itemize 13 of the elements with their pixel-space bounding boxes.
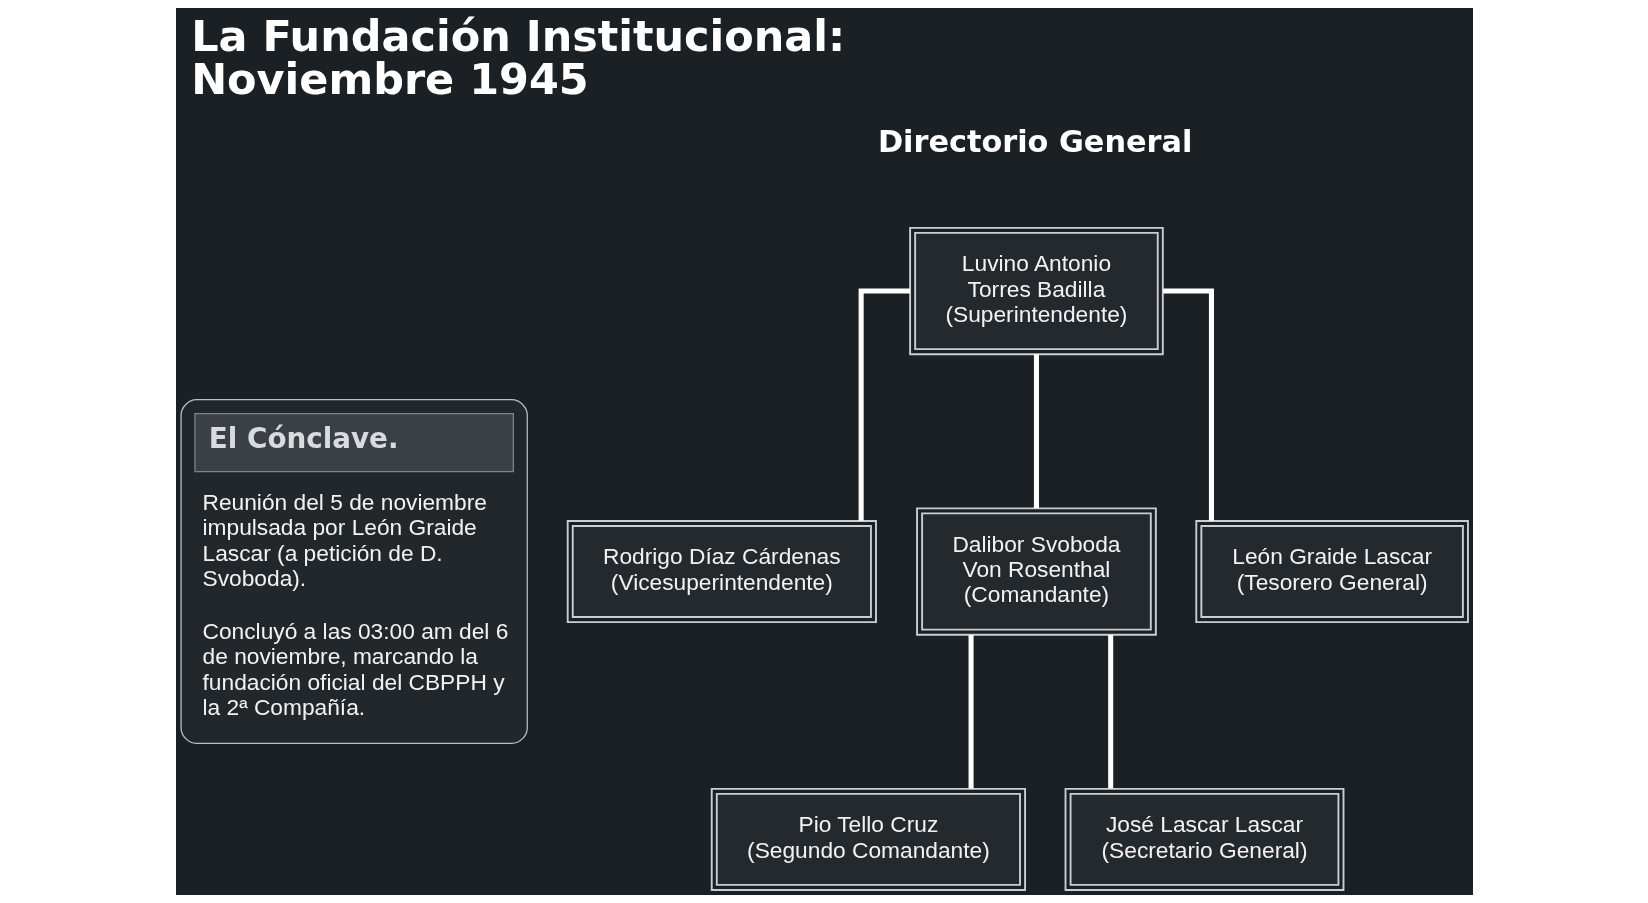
connector bbox=[858, 288, 910, 521]
node-box: Rodrigo Díaz Cárdenas (Vicesuperintendente) bbox=[566, 520, 877, 624]
node-box: León Graide Lascar (Tesorero General) bbox=[1194, 520, 1469, 624]
node-box: Dalibor Svoboda Von Rosenthal (Comandante) bbox=[915, 507, 1157, 636]
connector bbox=[1107, 635, 1113, 789]
node-box: Luvino Antonio Torres Badilla (Superintendente) bbox=[908, 226, 1164, 356]
connector bbox=[968, 635, 974, 789]
connector bbox=[1033, 354, 1039, 508]
connector bbox=[1162, 288, 1214, 521]
node-box: José Lascar Lascar (Secretario General) bbox=[1064, 787, 1344, 891]
node-box: Pio Tello Cruz (Segundo Comandante) bbox=[710, 787, 1026, 891]
diagram-title: La Fundación Institucional: Noviembre 1945 bbox=[190, 11, 845, 105]
label: Directorio General bbox=[877, 124, 1192, 160]
